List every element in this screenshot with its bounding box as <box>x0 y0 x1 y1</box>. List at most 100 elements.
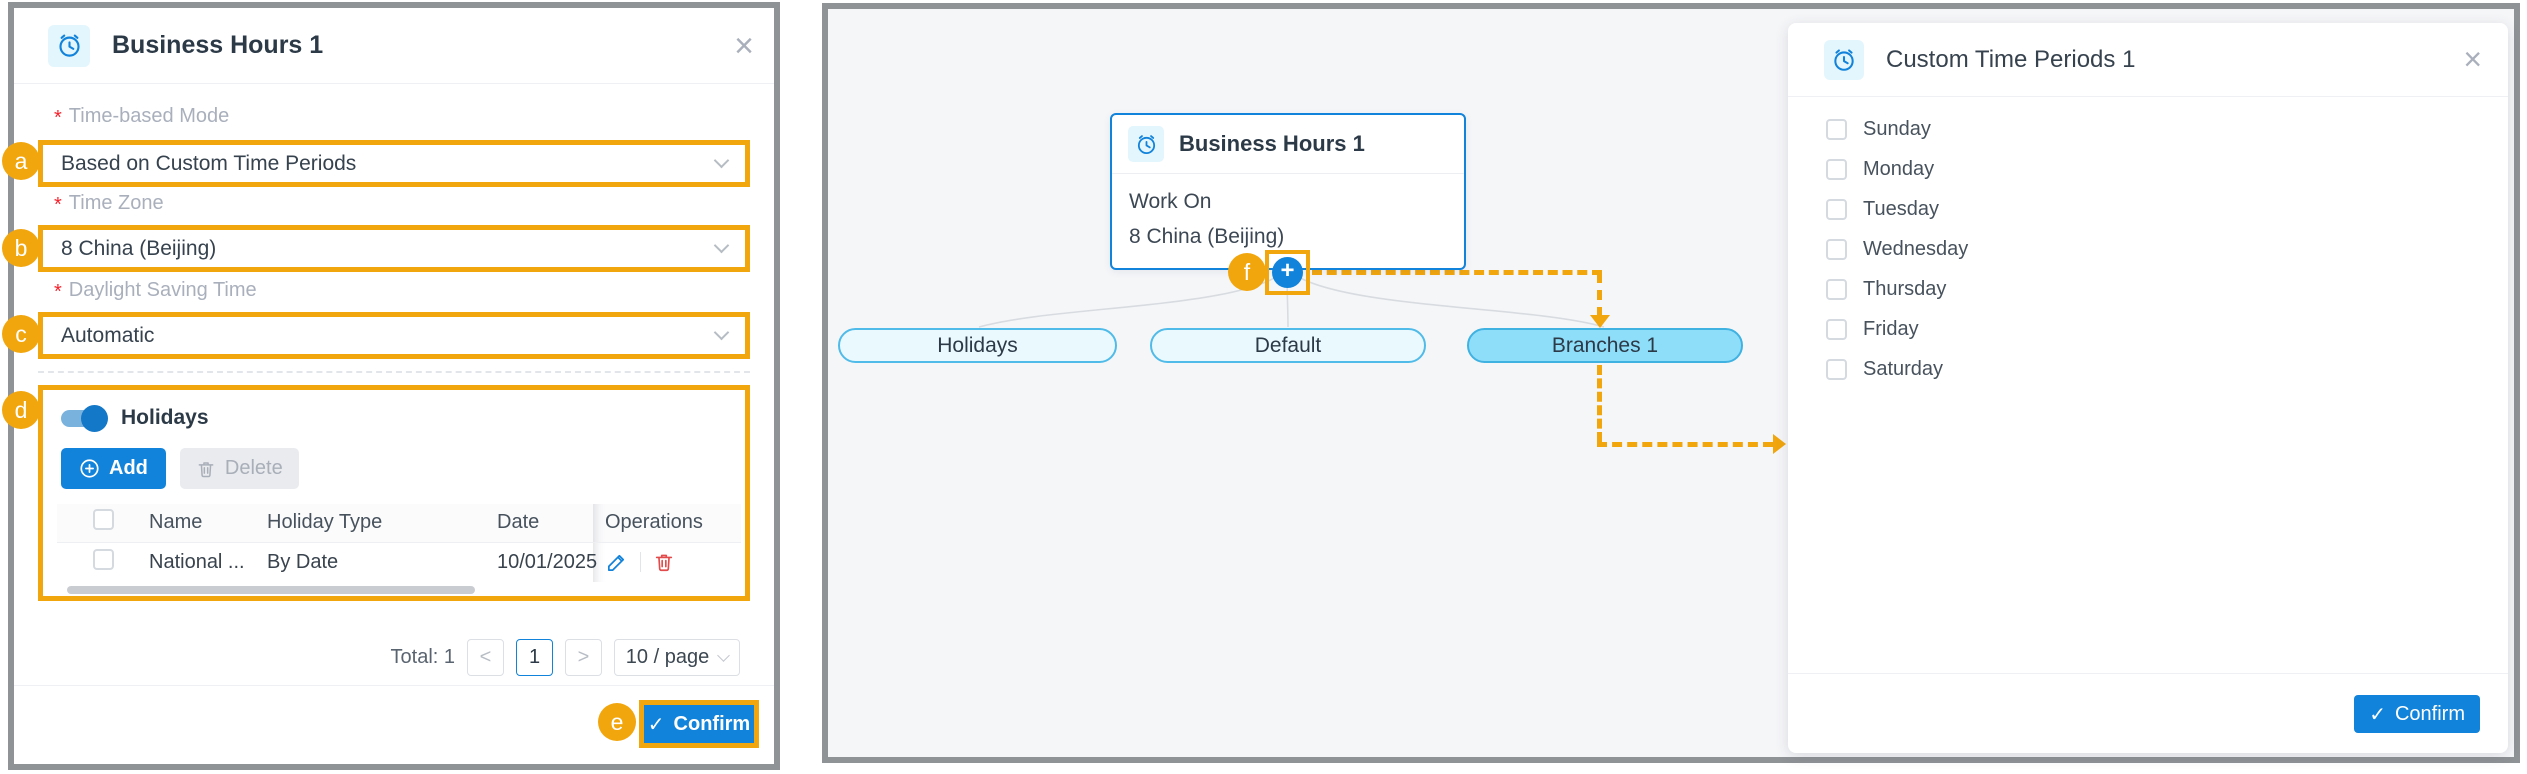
alarm-clock-icon <box>1824 39 1864 80</box>
node-timezone: 8 China (Beijing) <box>1129 225 1285 248</box>
day-label: Tuesday <box>1863 197 1939 220</box>
day-label: Wednesday <box>1863 237 1969 260</box>
add-node-plus-icon[interactable]: + <box>1272 257 1303 288</box>
business-hours-node[interactable]: Business Hours 1 Work On 8 China (Beijin… <box>1110 113 1466 270</box>
confirm-button[interactable]: ✓ Confirm <box>2354 695 2480 733</box>
current-page-button[interactable]: 1 <box>516 638 553 676</box>
node-header: Business Hours 1 <box>1112 115 1464 174</box>
dashed-arrow-head-down <box>1590 315 1610 328</box>
horizontal-scrollbar[interactable] <box>67 586 475 594</box>
row-operations <box>605 551 741 574</box>
holidays-section-label: Holidays <box>121 406 209 429</box>
field-label-dst: * Daylight Saving Time <box>54 279 257 303</box>
node-title: Business Hours 1 <box>1179 131 1365 156</box>
footer-divider <box>14 685 774 686</box>
chevron-down-icon <box>713 324 730 341</box>
operations-separator <box>640 552 641 573</box>
day-row-sunday: Sunday <box>1826 109 1968 149</box>
delete-button[interactable]: Delete <box>179 448 299 489</box>
day-label: Saturday <box>1863 357 1944 380</box>
check-icon: ✓ <box>2369 703 2386 726</box>
required-mark: * <box>54 107 62 129</box>
col-header-operations: Operations <box>593 504 741 543</box>
dashed-arrow-segment <box>1597 273 1602 317</box>
field-label-time-based-mode: * Time-based Mode <box>54 105 230 129</box>
chevron-down-icon <box>717 648 731 662</box>
annotation-circle-f: f <box>1228 253 1266 291</box>
col-header-holiday-type: Holiday Type <box>267 504 497 543</box>
daylight-saving-select[interactable]: Automatic <box>38 312 750 359</box>
time-zone-value: 8 China (Beijing) <box>61 236 217 260</box>
holidays-toggle[interactable] <box>61 404 108 432</box>
day-row-wednesday: Wednesday <box>1826 229 1968 269</box>
required-mark: * <box>54 194 62 216</box>
pill-branches-1[interactable]: Branches 1 <box>1467 328 1743 363</box>
close-icon[interactable]: × <box>734 27 754 65</box>
cell-date: 10/01/2025 <box>497 550 598 573</box>
table-row: National ... By Date 10/01/2025 <box>57 542 741 582</box>
time-zone-select[interactable]: 8 China (Beijing) <box>38 225 750 272</box>
day-row-thursday: Thursday <box>1826 269 1968 309</box>
cell-holiday-type: By Date <box>267 550 339 573</box>
holidays-buttons: Add Delete <box>61 448 731 489</box>
day-checkbox[interactable] <box>1826 318 1847 340</box>
col-header-date: Date <box>497 504 593 543</box>
dashed-arrow-segment <box>1597 365 1602 442</box>
day-label: Sunday <box>1863 117 1931 140</box>
col-header-name: Name <box>149 504 267 543</box>
holidays-table: Name Holiday Type Date Operations Nation… <box>57 504 741 582</box>
row-checkbox[interactable] <box>92 548 114 570</box>
trash-icon <box>198 461 214 477</box>
alarm-clock-icon <box>48 24 90 67</box>
annotation-circle-d: d <box>2 391 40 429</box>
field-label-time-zone: * Time Zone <box>54 192 164 216</box>
required-mark: * <box>54 281 62 303</box>
day-label: Thursday <box>1863 277 1947 300</box>
check-icon: ✓ <box>647 713 665 736</box>
annotation-circle-a: a <box>2 142 40 180</box>
pagination: Total: 1 < 1 > 10 / page <box>391 638 740 676</box>
day-checkbox[interactable] <box>1826 358 1847 380</box>
day-checkbox[interactable] <box>1826 158 1847 180</box>
time-based-mode-select[interactable]: Based on Custom Time Periods <box>38 140 750 187</box>
day-row-saturday: Saturday <box>1826 349 1968 389</box>
day-checkbox[interactable] <box>1826 118 1847 140</box>
dashed-arrow-head-right <box>1773 434 1786 454</box>
confirm-button[interactable]: ✓ Confirm <box>644 705 754 743</box>
pill-default[interactable]: Default <box>1150 328 1426 363</box>
holidays-section: Holidays Add Delete Name <box>38 385 750 601</box>
panel-title: Custom Time Periods 1 <box>1886 45 2136 73</box>
custom-time-periods-panel: Custom Time Periods 1 × Sunday Monday Tu… <box>1788 23 2508 753</box>
annotation-circle-e: e <box>598 703 636 741</box>
holidays-toggle-row: Holidays <box>61 404 731 432</box>
dialog-title: Business Hours 1 <box>112 31 324 59</box>
flow-canvas: Business Hours 1 Work On 8 China (Beijin… <box>822 3 2520 763</box>
page-size-select[interactable]: 10 / page <box>614 638 740 676</box>
node-work-on: Work On <box>1129 190 1212 213</box>
delete-trash-icon[interactable] <box>653 551 675 573</box>
day-row-tuesday: Tuesday <box>1826 189 1968 229</box>
alarm-clock-icon <box>1128 126 1164 162</box>
pill-holidays[interactable]: Holidays <box>838 328 1117 363</box>
edit-pencil-icon[interactable] <box>605 551 628 574</box>
day-checkbox[interactable] <box>1826 238 1847 260</box>
dashed-arrow-segment <box>1312 270 1602 275</box>
day-checkbox[interactable] <box>1826 198 1847 220</box>
plus-highlight-box: + <box>1265 250 1310 295</box>
daylight-saving-value: Automatic <box>61 323 155 347</box>
annotation-circle-b: b <box>2 229 40 267</box>
section-divider <box>38 371 750 373</box>
prev-page-button[interactable]: < <box>467 638 504 676</box>
panel-header: Custom Time Periods 1 × <box>1788 23 2508 97</box>
next-page-button[interactable]: > <box>565 638 602 676</box>
confirm-highlight-box: ✓ Confirm <box>639 700 759 748</box>
select-all-checkbox[interactable] <box>92 509 114 531</box>
plus-circle-icon <box>80 459 99 478</box>
node-body: Work On 8 China (Beijing) <box>1112 174 1464 264</box>
day-checkbox[interactable] <box>1826 278 1847 300</box>
day-label: Monday <box>1863 157 1935 180</box>
time-based-mode-value: Based on Custom Time Periods <box>61 151 357 175</box>
add-button[interactable]: Add <box>61 448 166 489</box>
table-header-row: Name Holiday Type Date Operations <box>57 504 741 543</box>
close-icon[interactable]: × <box>2463 41 2482 77</box>
